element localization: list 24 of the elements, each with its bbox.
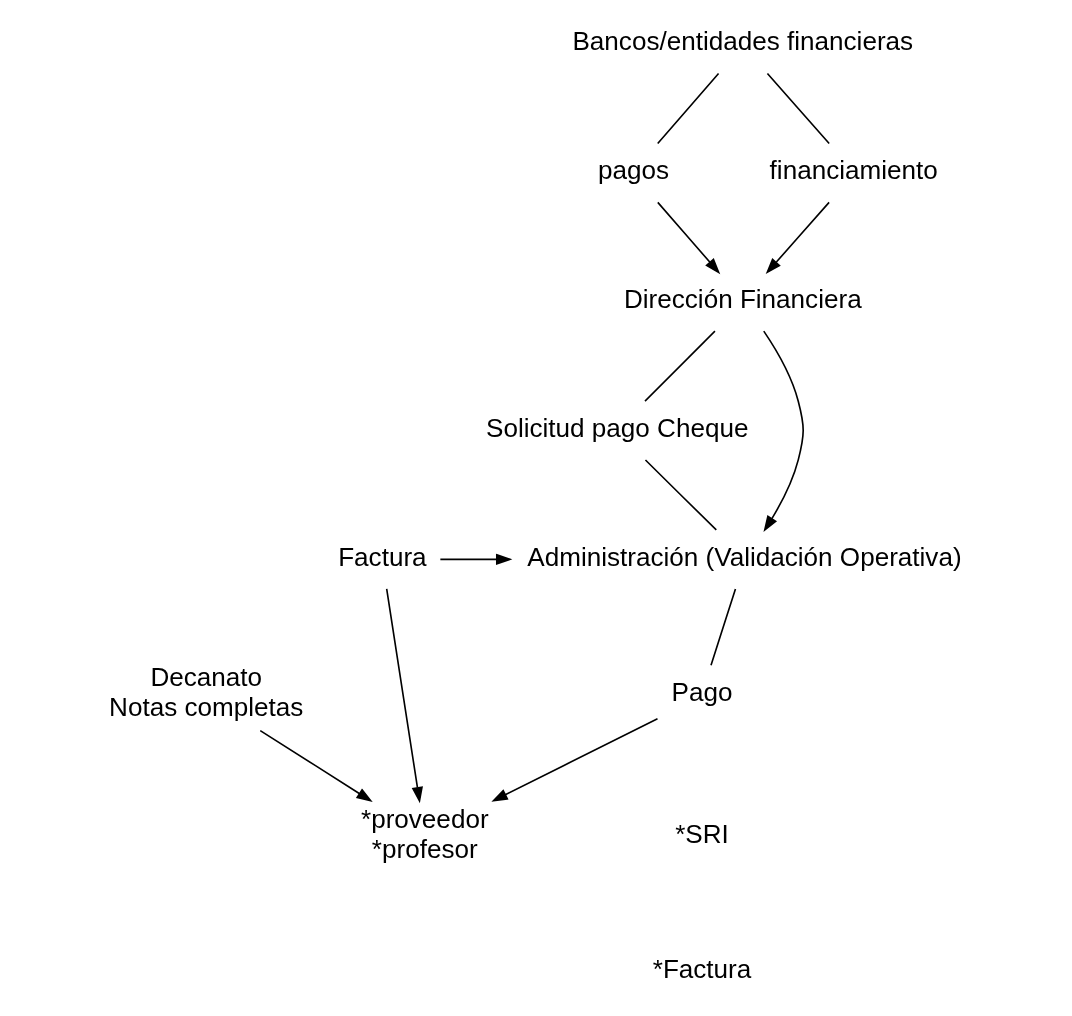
connector	[709, 588, 736, 666]
connector	[656, 72, 719, 145]
node-text: Solicitud pago Cheque	[485, 412, 748, 443]
node-text: Dirección Financiera	[623, 283, 862, 314]
label: *Factura	[652, 954, 751, 985]
connector	[643, 330, 716, 402]
node-text: Decanato Notas completas	[108, 662, 303, 722]
node-text: Factura	[337, 541, 427, 572]
arrow	[385, 587, 423, 804]
node-text: Administración (Validación Operativa)	[526, 541, 962, 572]
arrow	[439, 553, 512, 566]
node-text: financiamiento	[769, 155, 938, 186]
connector	[644, 459, 717, 531]
node-text: pagos	[597, 155, 669, 186]
arrow	[258, 729, 373, 802]
arrow	[765, 201, 830, 275]
arrow	[762, 330, 804, 532]
label: *SRI	[674, 818, 729, 849]
node-text: Pago	[671, 676, 732, 707]
arrow	[656, 201, 720, 275]
node-text: *proveedor *profesor	[360, 804, 489, 864]
arrow	[490, 717, 658, 802]
node-text: Bancos/entidades financieras	[571, 26, 913, 57]
connector	[766, 72, 830, 145]
